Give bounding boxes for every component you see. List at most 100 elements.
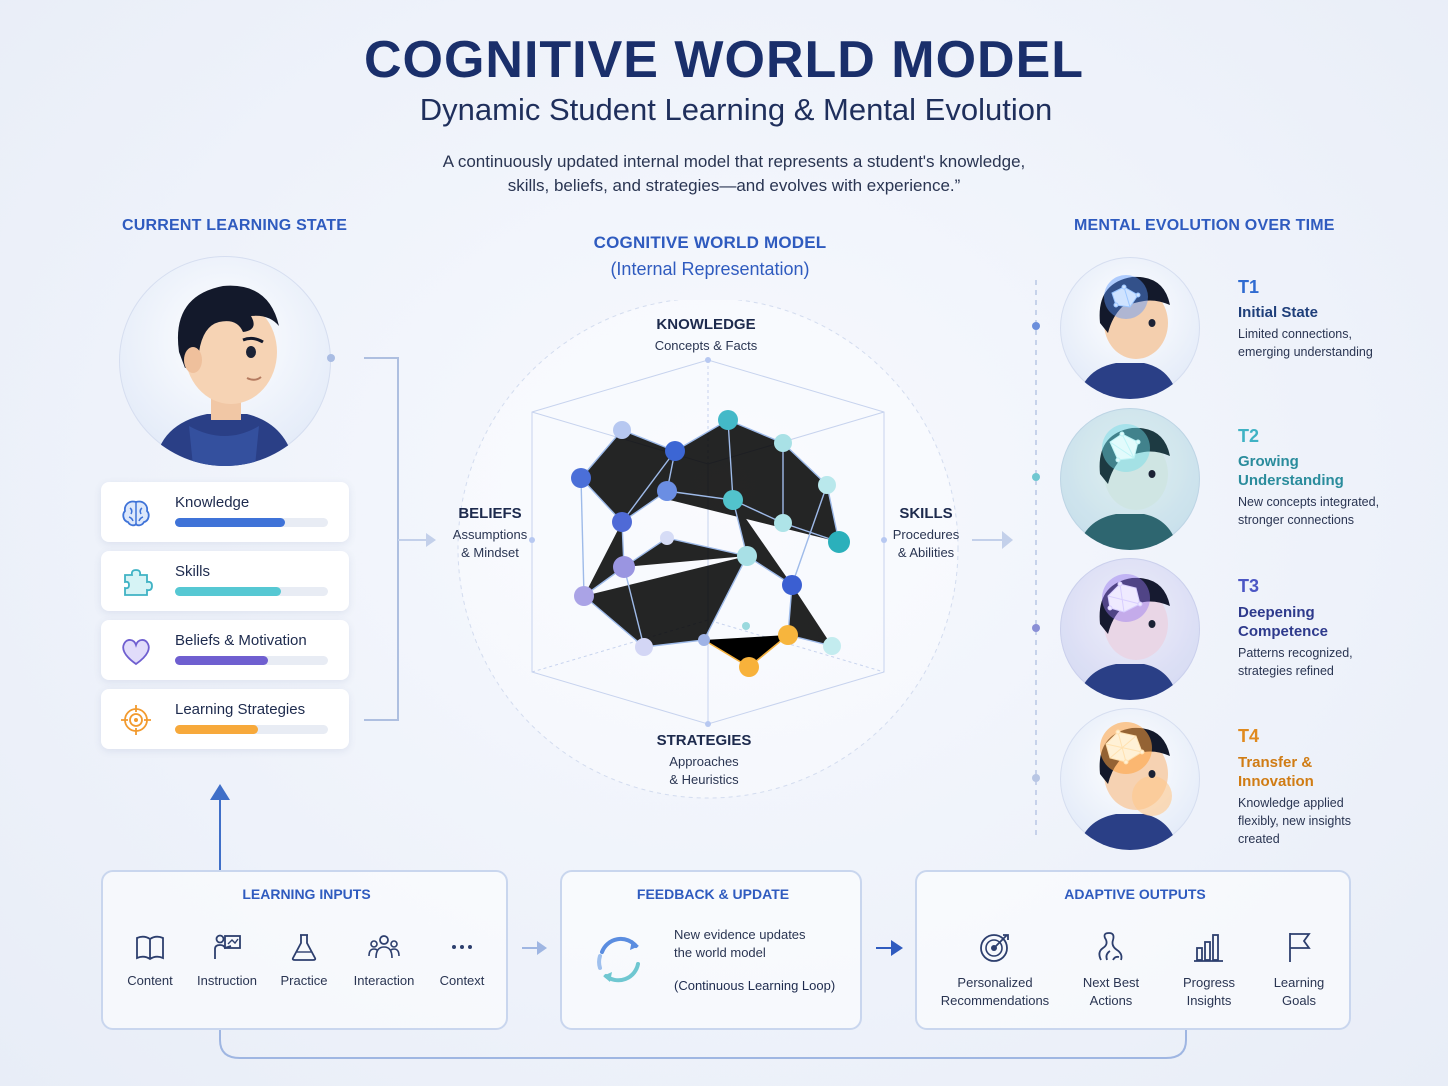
student-brain-icon [1060, 408, 1200, 550]
adaptive-outputs-box: ADAPTIVE OUTPUTS Personalized Recommenda… [915, 870, 1351, 1030]
connector-dot [327, 354, 335, 362]
input-context[interactable]: Context [429, 932, 495, 990]
puzzle-icon [124, 569, 153, 596]
evolution-stage-t3: T3 Deepening Competence Patterns recogni… [1060, 558, 1420, 708]
flask-icon [291, 934, 317, 961]
axis-beliefs: BELIEFS Assumptions & Mindset [430, 505, 550, 562]
network-edges [580, 419, 840, 648]
teacher-icon [214, 934, 241, 959]
skills-progress-fill [175, 587, 281, 596]
stage-desc: New concepts integrated, [1238, 495, 1380, 509]
output-label: Learning [1273, 975, 1325, 990]
feedback-line: the world model [674, 945, 766, 960]
page-description: A continuously updated internal model th… [424, 150, 1044, 198]
axis-knowledge-title: KNOWLEDGE [656, 316, 756, 333]
bar-chart-icon [1194, 934, 1223, 962]
input-interaction[interactable]: Interaction [343, 932, 425, 990]
skills-progress-track [175, 587, 328, 596]
output-label: Next Best [1082, 975, 1140, 990]
feedback-text: New evidence updates the world model [674, 926, 806, 962]
axis-skills-sub: & Abilities [897, 545, 955, 560]
output-next-best-actions[interactable]: Next Best Actions [1067, 930, 1155, 1010]
knowledge-progress-track [175, 518, 328, 527]
axis-strategies-title: STRATEGIES [656, 732, 752, 749]
output-label: Recommendations [940, 993, 1050, 1008]
knowledge-progress-fill [175, 518, 286, 527]
feedback-update-box: FEEDBACK & UPDATE New evidence updates t… [560, 870, 862, 1030]
input-content[interactable]: Content [115, 932, 185, 990]
stage-desc: Limited connections, [1238, 327, 1352, 341]
state-card-label: Knowledge [175, 494, 250, 511]
learning-inputs-box: LEARNING INPUTS Content Instruction Prac… [101, 870, 508, 1030]
stage-title: Deepening [1238, 604, 1315, 621]
strategies-progress-fill [175, 725, 258, 734]
evolution-stage-t4: T4 Transfer & Innovation Knowledge appli… [1060, 708, 1420, 858]
input-label: Context [439, 973, 485, 988]
state-card-label: Learning Strategies [175, 701, 306, 718]
cognitive-model-heading: COGNITIVE WORLD MODEL [593, 233, 827, 252]
state-card-knowledge[interactable]: Knowledge [101, 482, 349, 542]
output-progress-insights[interactable]: Progress Insights [1165, 930, 1253, 1010]
stage-desc: emerging understanding [1238, 345, 1373, 359]
evolution-stage-t2: T2 Growing Understanding New concepts in… [1060, 408, 1420, 558]
output-label: Insights [1186, 993, 1232, 1008]
axis-strategies-sub: & Heuristics [669, 772, 739, 787]
stage-avatar [1060, 558, 1200, 700]
book-icon [136, 935, 164, 961]
beliefs-progress-track [175, 656, 328, 665]
stage-label: T3 [1238, 576, 1260, 596]
axis-strategies: STRATEGIES Approaches & Heuristics [624, 732, 784, 789]
brain-icon [122, 500, 150, 527]
feedback-line: New evidence updates [674, 927, 806, 942]
network-nodes [529, 357, 887, 727]
state-card-beliefs[interactable]: Beliefs & Motivation [101, 620, 349, 680]
cognitive-model-subheading: (Internal Representation) [610, 259, 810, 279]
stage-avatar [1060, 408, 1200, 550]
target-icon [980, 934, 1009, 962]
stage-label: T4 [1238, 726, 1260, 746]
feedback-update-heading: FEEDBACK & UPDATE [636, 886, 790, 902]
axis-knowledge-sub: Concepts & Facts [654, 338, 758, 353]
output-label: Personalized [957, 975, 1033, 990]
stage-label: T1 [1238, 277, 1260, 297]
state-card-skills[interactable]: Skills [101, 551, 349, 611]
axis-skills-sub: Procedures [892, 527, 960, 542]
stage-title: Initial State [1238, 304, 1319, 321]
flag-icon [1289, 933, 1311, 962]
current-learning-state-heading: CURRENT LEARNING STATE [122, 217, 348, 234]
input-label: Instruction [197, 973, 257, 988]
description-line: skills, beliefs, and strategies—and evol… [507, 176, 961, 195]
cognitive-network-graph [457, 300, 959, 799]
output-learning-goals[interactable]: Learning Goals [1257, 930, 1341, 1010]
state-card-strategies[interactable]: Learning Strategies [101, 689, 349, 749]
output-label: Progress [1182, 975, 1236, 990]
axis-beliefs-sub: Assumptions [452, 527, 528, 542]
state-card-label: Beliefs & Motivation [175, 632, 307, 649]
page-subtitle: Dynamic Student Learning & Mental Evolut… [419, 92, 1053, 127]
axis-beliefs-title: BELIEFS [458, 505, 522, 522]
axis-strategies-sub: Approaches [669, 754, 739, 769]
state-card-label: Skills [175, 563, 211, 580]
output-label: Goals [1282, 993, 1316, 1008]
student-avatar [119, 256, 331, 466]
axis-beliefs-sub: & Mindset [461, 545, 519, 560]
input-instruction[interactable]: Instruction [189, 932, 265, 990]
stage-desc: Patterns recognized, [1238, 646, 1353, 660]
input-label: Content [127, 973, 173, 988]
stage-desc: created [1238, 832, 1280, 846]
beliefs-progress-fill [175, 656, 269, 665]
student-brain-icon [1078, 275, 1178, 399]
student-brain-icon [1060, 558, 1200, 700]
stage-avatar [1060, 257, 1200, 399]
output-recommendations[interactable]: Personalized Recommendations [931, 930, 1059, 1010]
feedback-loop-label: (Continuous Learning Loop) [674, 978, 836, 993]
input-practice[interactable]: Practice [269, 932, 339, 990]
mental-evolution-heading: MENTAL EVOLUTION OVER TIME [1074, 217, 1335, 234]
learning-inputs-heading: LEARNING INPUTS [242, 886, 371, 902]
stage-desc: Knowledge applied [1238, 796, 1344, 810]
axis-skills: SKILLS Procedures & Abilities [868, 505, 984, 562]
adaptive-outputs-heading: ADAPTIVE OUTPUTS [1064, 886, 1206, 902]
strategies-progress-track [175, 725, 328, 734]
page-title: COGNITIVE WORLD MODEL [363, 31, 1085, 89]
